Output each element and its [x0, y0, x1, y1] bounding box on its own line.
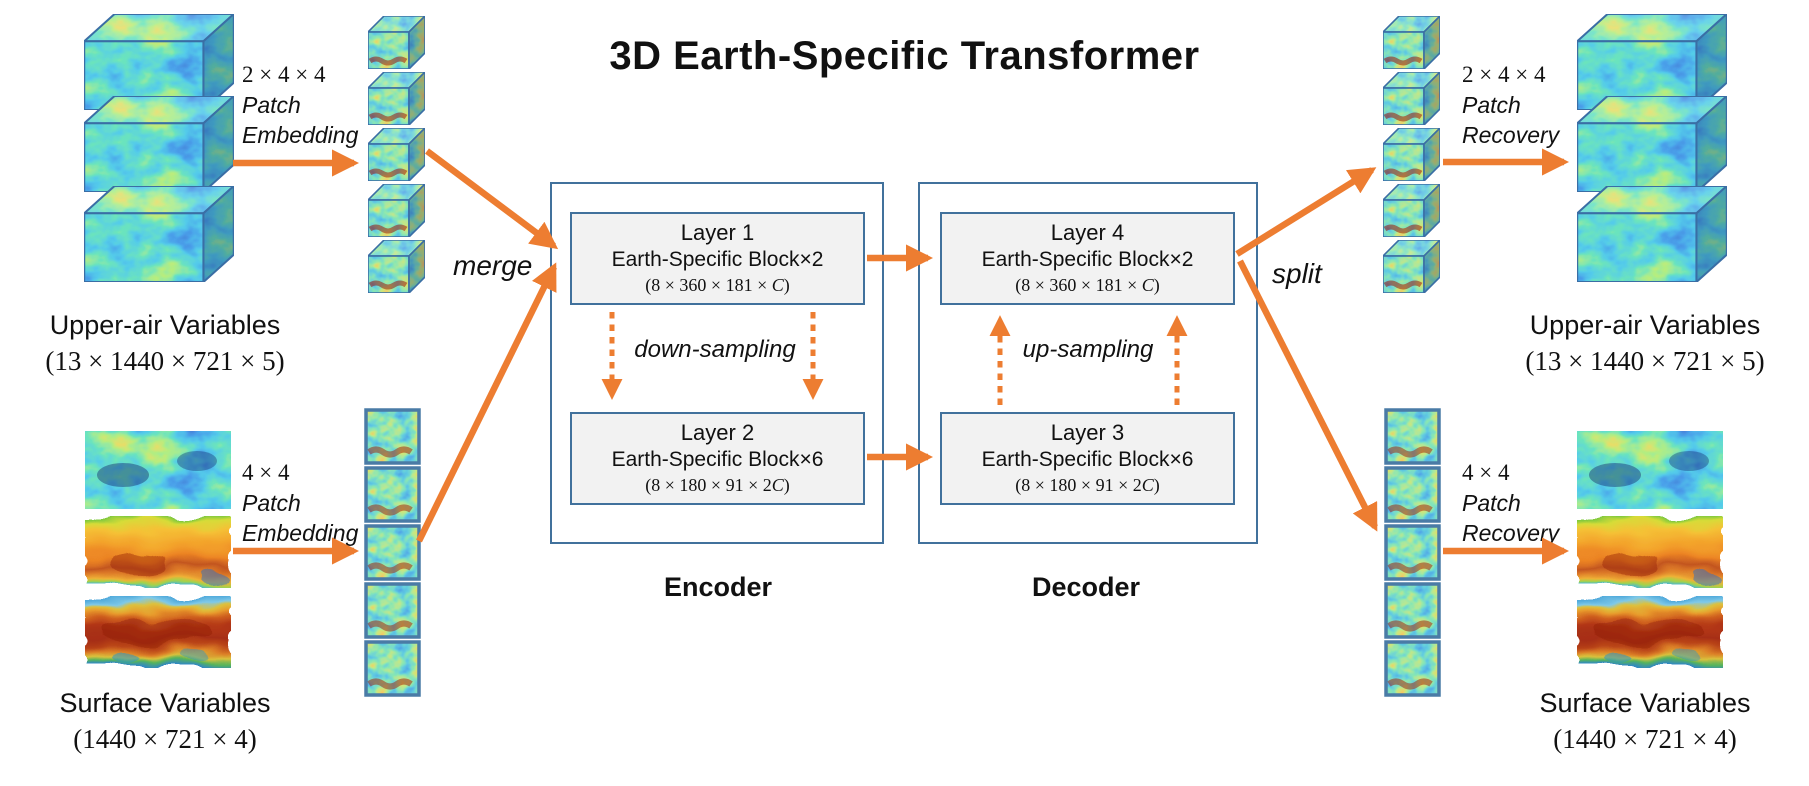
upper-air-input-caption: Upper-air Variables (13 × 1440 × 721 × 5… [0, 310, 330, 377]
decoder-label: Decoder [1031, 572, 1141, 602]
upper-air-cube [84, 186, 234, 282]
surface-label: Surface Variables [1539, 688, 1751, 718]
patch-token-cube [368, 16, 425, 69]
arrow-merge-upper [425, 148, 559, 250]
layer-block: Earth-Specific Block×6 [981, 448, 1194, 471]
patch-token-square [364, 640, 421, 697]
patch-word-2: Recovery [1462, 520, 1560, 546]
upper-air-dims: (13 × 1440 × 721 × 5) [45, 346, 285, 376]
surface-label: Surface Variables [59, 688, 271, 718]
surface-map-warm [1577, 516, 1723, 588]
dims-var: C [771, 275, 784, 295]
surface-dims: (1440 × 721 × 4) [73, 724, 257, 754]
decoder-layer-3: Layer 3 Earth-Specific Block×6 (8 × 180 … [940, 412, 1235, 505]
dims-prefix: (8 × 360 × 181 × [1015, 275, 1142, 295]
patch-token-square [1384, 466, 1441, 523]
upper-air-cube [84, 96, 234, 192]
down-sampling-label: down-sampling [634, 336, 796, 363]
dims-var: C [1141, 475, 1154, 495]
dims-prefix: (8 × 180 × 91 × 2 [645, 475, 772, 495]
arrow-merge-surface [416, 262, 557, 543]
encoder-layer-1: Layer 1 Earth-Specific Block×2 (8 × 360 … [570, 212, 865, 305]
dims-prefix: (8 × 180 × 91 × 2 [1015, 475, 1142, 495]
patch-token-square [1384, 640, 1441, 697]
layer-name: Layer 1 [680, 220, 755, 245]
layer-name: Layer 4 [1050, 220, 1125, 245]
encoder-layer-2: Layer 2 Earth-Specific Block×6 (8 × 180 … [570, 412, 865, 505]
layer-dims: (8 × 180 × 91 × 2C) [572, 475, 863, 496]
patch-token-cube [368, 240, 425, 293]
patch-token-cube [368, 184, 425, 237]
patch-token-cube [1383, 16, 1440, 69]
patch-embedding-label-upper: 2 × 4 × 4 Patch Embedding [242, 60, 358, 150]
layer-block: Earth-Specific Block×2 [981, 248, 1194, 271]
surface-map-wind [85, 431, 231, 509]
patch-word-2: Embedding [242, 520, 359, 546]
layer-block: Earth-Specific Block×2 [611, 248, 824, 271]
decoder-layer-4: Layer 4 Earth-Specific Block×2 (8 × 360 … [940, 212, 1235, 305]
upper-air-cube [1577, 96, 1727, 192]
surface-dims: (1440 × 721 × 4) [1553, 724, 1737, 754]
layer-dims: (8 × 360 × 181 × C) [572, 275, 863, 296]
up-sampling-label: up-sampling [1022, 336, 1154, 363]
dims-suffix: ) [1153, 475, 1160, 495]
patch-token-square [364, 524, 421, 581]
patch-token-square [1384, 524, 1441, 581]
layer-dims: (8 × 180 × 91 × 2C) [942, 475, 1233, 496]
patch-token-cube [1383, 128, 1440, 181]
dims-var: C [1141, 275, 1154, 295]
split-label: split [1272, 258, 1322, 289]
patch-word-1: Patch [1462, 490, 1521, 516]
patch-token-cube [1383, 240, 1440, 293]
patch-token-cube [1383, 184, 1440, 237]
patch-token-cube [1383, 72, 1440, 125]
patch-word-2: Recovery [1462, 122, 1560, 148]
arrow-split-surface [1237, 259, 1378, 532]
upper-air-label: Upper-air Variables [49, 310, 281, 340]
patch-size: 4 × 4 [242, 460, 290, 485]
patch-word-2: Embedding [242, 122, 359, 148]
layer-dims: (8 × 360 × 181 × C) [942, 275, 1233, 296]
merge-label: merge [453, 250, 533, 281]
upper-air-output-caption: Upper-air Variables (13 × 1440 × 721 × 5… [1480, 310, 1809, 377]
dims-suffix: ) [1153, 275, 1160, 295]
dims-suffix: ) [783, 275, 790, 295]
patch-recovery-label-upper: 2 × 4 × 4 Patch Recovery [1462, 60, 1559, 150]
upper-air-dims: (13 × 1440 × 721 × 5) [1525, 346, 1765, 376]
patch-word-1: Patch [1462, 92, 1521, 118]
upper-air-cube [1577, 186, 1727, 282]
surface-input-caption: Surface Variables (1440 × 721 × 4) [0, 688, 330, 755]
upper-air-label: Upper-air Variables [1529, 310, 1761, 340]
patch-token-square [1384, 582, 1441, 639]
patch-token-square [364, 408, 421, 465]
patch-token-square [364, 582, 421, 639]
patch-word-1: Patch [242, 92, 301, 118]
encoder-label: Encoder [663, 572, 773, 602]
layer-name: Layer 2 [680, 420, 755, 445]
diagram-title: 3D Earth-Specific Transformer [609, 34, 1200, 78]
surface-map-wind [1577, 431, 1723, 509]
layer-name: Layer 3 [1050, 420, 1125, 445]
surface-map-hot [85, 596, 231, 668]
patch-size: 2 × 4 × 4 [242, 62, 326, 87]
layer-block: Earth-Specific Block×6 [611, 448, 824, 471]
patch-size: 2 × 4 × 4 [1462, 62, 1546, 87]
surface-output-caption: Surface Variables (1440 × 721 × 4) [1480, 688, 1809, 755]
dims-prefix: (8 × 360 × 181 × [645, 275, 772, 295]
patch-word-1: Patch [242, 490, 301, 516]
patch-token-cube [368, 72, 425, 125]
patch-embedding-label-surface: 4 × 4 Patch Embedding [242, 458, 358, 548]
patch-token-square [1384, 408, 1441, 465]
patch-token-cube [368, 128, 425, 181]
patch-token-square [364, 466, 421, 523]
surface-map-hot [1577, 596, 1723, 668]
patch-size: 4 × 4 [1462, 460, 1510, 485]
dims-suffix: ) [783, 475, 790, 495]
patch-recovery-label-surface: 4 × 4 Patch Recovery [1462, 458, 1559, 548]
dims-var: C [771, 475, 784, 495]
surface-map-warm [85, 516, 231, 588]
